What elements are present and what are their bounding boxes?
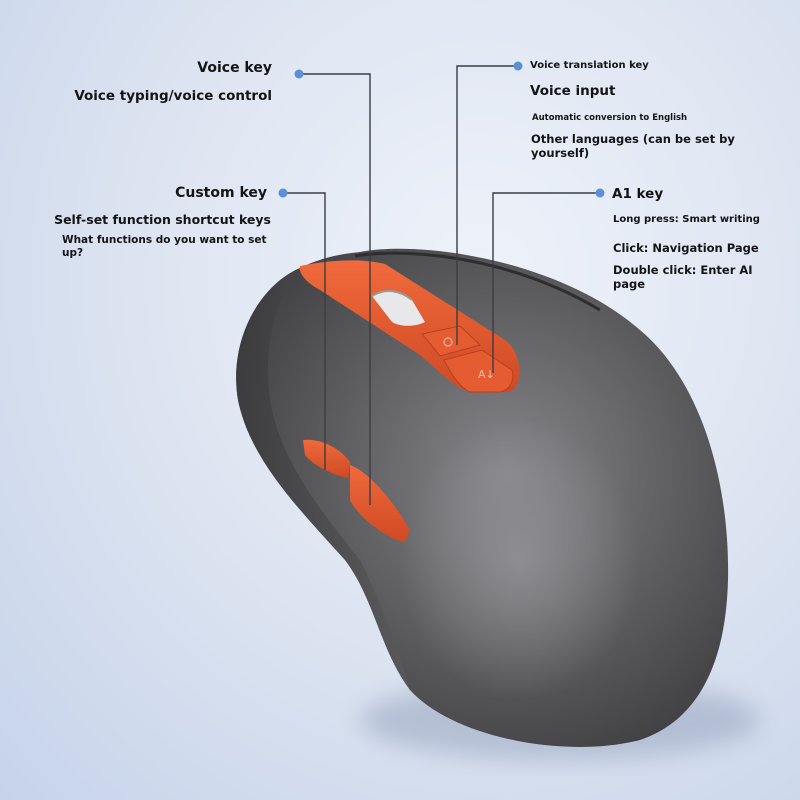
voice-translation-dot bbox=[513, 61, 523, 71]
voice-key-title: Voice key bbox=[197, 60, 272, 76]
voice-translation-function: Voice input bbox=[530, 83, 616, 99]
voice-translation-title: Voice translation key bbox=[530, 60, 649, 71]
custom-key-title: Custom key bbox=[175, 185, 267, 201]
voice-translation-line bbox=[456, 65, 518, 345]
a1-key-title: A1 key bbox=[612, 186, 664, 202]
a1-key-double-click: Double click: Enter AI page bbox=[613, 263, 753, 291]
custom-key-line bbox=[283, 192, 326, 470]
voice-translation-detail: Automatic conversion to English bbox=[532, 113, 688, 123]
voice-translation-note: Other languages (can be set by yourself) bbox=[531, 132, 735, 160]
a1-key-long-press: Long press: Smart writing bbox=[613, 214, 760, 225]
voice-translation-button[interactable] bbox=[421, 325, 481, 357]
a1-icon: A↓ bbox=[478, 368, 495, 381]
scroll-wheel[interactable] bbox=[371, 290, 425, 326]
callout-dots bbox=[278, 61, 605, 198]
side-button-forward[interactable] bbox=[350, 465, 410, 542]
voice-key-line bbox=[299, 73, 371, 505]
a1-key-click: Click: Navigation Page bbox=[613, 241, 759, 255]
a1-button[interactable]: A↓ bbox=[443, 349, 514, 393]
voice-key-dot bbox=[294, 69, 304, 79]
voice-key-description: Voice typing/voice control bbox=[74, 88, 272, 104]
mouse-ridge bbox=[354, 251, 601, 312]
a1-key-line bbox=[492, 192, 600, 373]
mouse-highlight bbox=[400, 420, 640, 700]
custom-key-description: Self-set function shortcut keys bbox=[54, 212, 271, 227]
a1-key-dot bbox=[595, 188, 605, 198]
side-button-back[interactable] bbox=[303, 439, 350, 478]
callout-lines bbox=[283, 65, 600, 505]
custom-key-dot bbox=[278, 188, 288, 198]
mouse-side bbox=[236, 268, 410, 690]
translate-icon bbox=[443, 337, 453, 347]
custom-key-question: What functions do you want to set up? bbox=[62, 234, 267, 259]
